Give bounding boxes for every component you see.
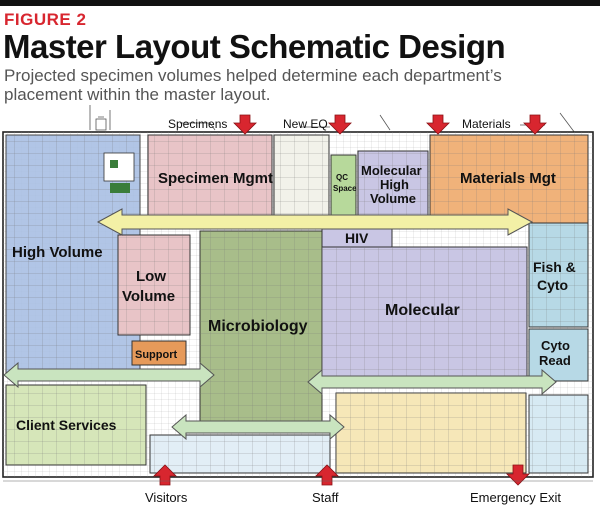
qc-label: QC	[336, 173, 348, 182]
subtitle-line-2: placement within the master layout.	[4, 85, 271, 104]
specimen-mgmt-label: Specimen Mgmt	[158, 170, 273, 187]
page-title: Master Layout Schematic Design	[3, 28, 506, 65]
new-eq-entry-arrow	[328, 114, 352, 135]
materials-entry-arrow-2	[523, 114, 547, 135]
molecular-high-volume-label-3: Volume	[370, 191, 416, 206]
emergency-exit-label: Emergency Exit	[470, 490, 561, 505]
molecular-high-volume-label-1: Molecular	[361, 163, 422, 178]
fish-cyto-label-1: Fish &	[533, 259, 576, 275]
low-volume-label-2: Volume	[122, 288, 175, 305]
east-corridor-arrow	[307, 368, 557, 396]
materials-label: Materials	[462, 117, 511, 131]
specimens-label: Specimens	[168, 117, 227, 131]
figure-label: FIGURE 2	[4, 10, 87, 29]
hiv-label: HIV	[345, 230, 369, 246]
new-eq-label: New EQ	[283, 117, 328, 131]
subtitle: Projected specimen volumes helped determ…	[4, 66, 594, 104]
molecular-high-volume-label-2: High	[380, 177, 409, 192]
support-area	[131, 340, 187, 366]
floor-plan: Specimens New EQ Materials High Volume S…	[2, 105, 594, 505]
main-corridor-arrow	[96, 208, 534, 236]
specimens-entry-arrow	[233, 114, 257, 135]
cyto-read-label-1: Cyto	[541, 338, 570, 353]
high-volume-label: High Volume	[12, 244, 103, 261]
client-services-label: Client Services	[16, 417, 117, 433]
west-corridor-arrow	[3, 361, 215, 389]
space-label: Space	[333, 184, 357, 193]
low-volume-label-1: Low	[136, 268, 166, 285]
high-volume-room	[103, 152, 135, 182]
fish-cyto-label-2: Cyto	[537, 277, 568, 293]
subtitle-line-1: Projected specimen volumes helped determ…	[4, 66, 502, 85]
visitors-label: Visitors	[145, 490, 188, 505]
lobby-corridor-arrow	[171, 413, 345, 441]
molecular-label: Molecular	[385, 302, 460, 319]
emergency-exit-arrow	[506, 464, 530, 486]
support-label: Support	[135, 349, 177, 361]
top-rule	[0, 0, 600, 6]
materials-mgt-label: Materials Mgt	[460, 170, 556, 187]
staff-label: Staff	[312, 490, 339, 505]
microbiology-label: Microbiology	[208, 318, 308, 335]
cyto-read-area	[528, 328, 589, 382]
qc-space-area	[330, 154, 357, 218]
materials-entry-arrow-1	[426, 114, 450, 135]
visitors-entry-arrow	[153, 464, 177, 486]
cyto-read-label-2: Read	[539, 353, 571, 368]
staff-entry-arrow	[315, 464, 339, 486]
